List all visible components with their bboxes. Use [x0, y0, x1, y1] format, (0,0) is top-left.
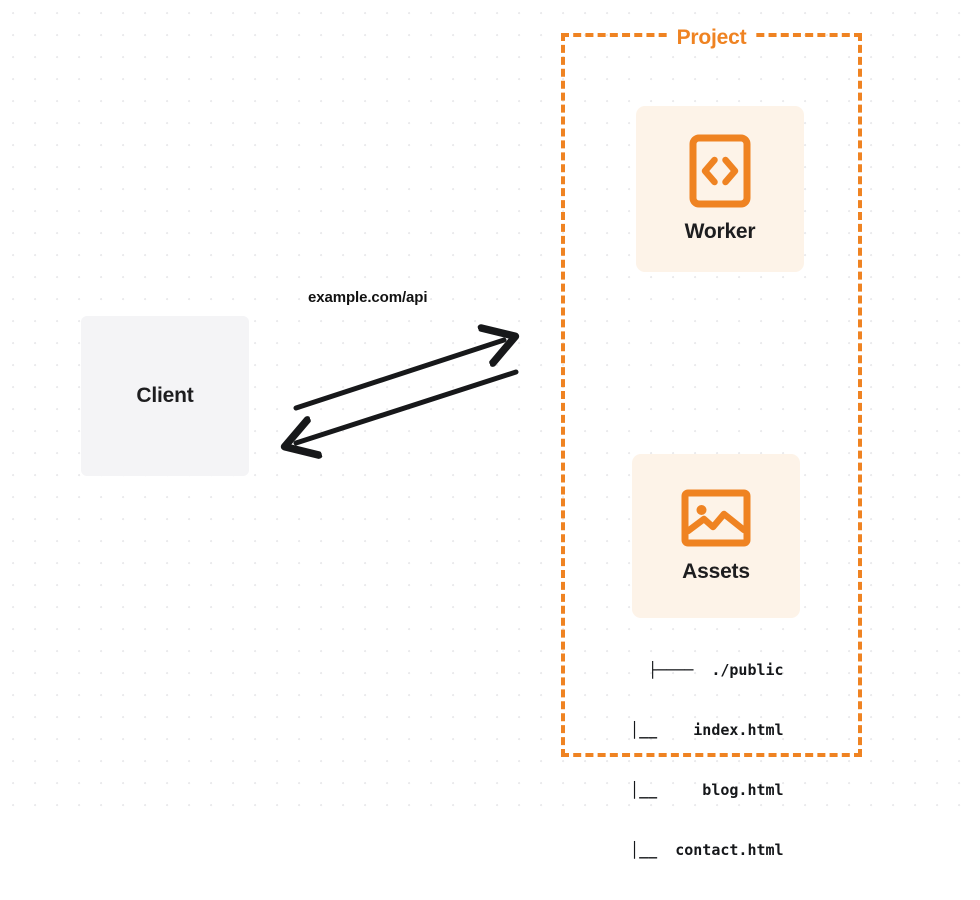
response-arrow	[296, 369, 519, 443]
worker-card: Worker	[636, 106, 804, 272]
file-tree-row: │__ index.html	[612, 721, 784, 739]
assets-label: Assets	[682, 560, 750, 583]
file-tree-row: │__ contact.html	[612, 841, 784, 859]
client-node: Client	[81, 316, 249, 476]
diagram-canvas: Client example.com/api Project	[0, 0, 980, 859]
code-brackets-icon	[689, 134, 751, 208]
request-arrow	[293, 340, 504, 411]
assets-card: Assets	[632, 454, 800, 618]
client-label: Client	[136, 384, 194, 407]
project-boundary: Project Worker Assets	[561, 26, 862, 859]
project-title: Project	[669, 26, 754, 50]
worker-label: Worker	[684, 220, 756, 243]
connection-label: example.com/api	[308, 289, 428, 306]
file-tree-row: │__ blog.html	[612, 781, 784, 799]
assets-file-tree: ├──── ./public │__ index.html │__ blog.h…	[612, 620, 784, 900]
image-icon	[681, 488, 751, 548]
file-tree-row: ├──── ./public	[648, 661, 784, 679]
